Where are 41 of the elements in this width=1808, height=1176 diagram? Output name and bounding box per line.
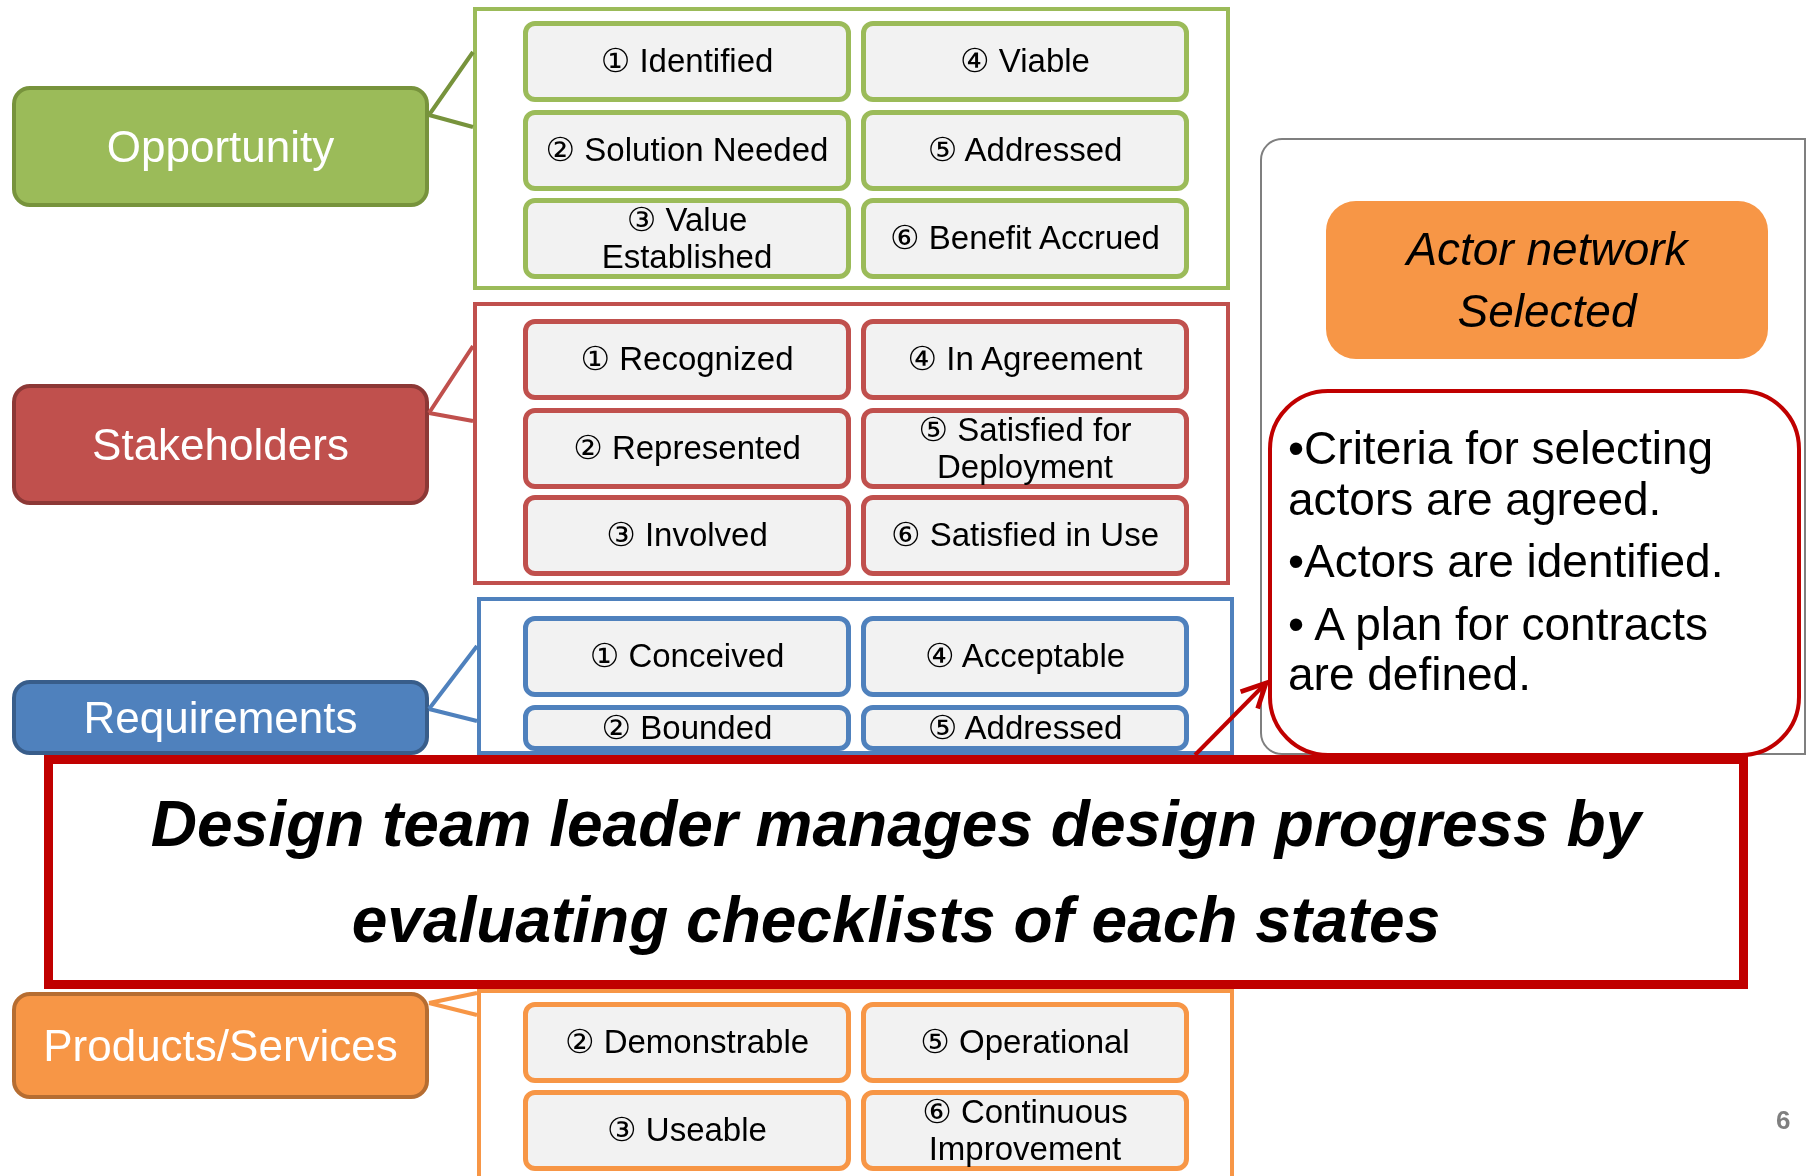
state-box: ⑤ Addressed (861, 705, 1189, 751)
arrow (1193, 680, 1269, 757)
state-box: ① Conceived (523, 616, 851, 697)
state-box: ④ Acceptable (861, 616, 1189, 697)
state-box: ③ Value Established (523, 198, 851, 279)
category-box: Products/Services (12, 992, 429, 1099)
category-box: Opportunity (12, 86, 429, 207)
state-box: ③ Useable (523, 1090, 851, 1171)
bullet-text: • A plan for contracts are defined. (1288, 598, 1710, 700)
state-box: ④ Viable (861, 21, 1189, 102)
state-box: ② Demonstrable (523, 1002, 851, 1083)
state-box: ⑥ Continuous Improvement (861, 1090, 1189, 1171)
state-box: ② Represented (523, 408, 851, 489)
state-box: ⑥ Satisfied in Use (861, 495, 1189, 576)
side-panel (1260, 138, 1806, 755)
state-box: ⑤ Operational (861, 1002, 1189, 1083)
callout-pointer (427, 50, 475, 129)
group-frame (477, 989, 1234, 1176)
callout-pointer (427, 344, 475, 423)
state-box: ⑤ Satisfied for Deployment (861, 408, 1189, 489)
message-banner: Design team leader manages design progress by evaluating checklists of each states (44, 755, 1748, 989)
state-box: ④ In Agreement (861, 319, 1189, 400)
checklist-box (1268, 389, 1801, 757)
state-box: ① Recognized (523, 319, 851, 400)
category-box: Requirements (12, 680, 429, 755)
state-box: ② Solution Needed (523, 110, 851, 191)
group-frame (473, 302, 1230, 585)
bullet-text: •Criteria for selecting actors are agreed. (1288, 423, 1715, 525)
callout-pointer (427, 644, 479, 723)
state-box: ③ Involved (523, 495, 851, 576)
group-frame (477, 597, 1234, 755)
state-box: ⑤ Addressed (861, 110, 1189, 191)
page-number: 6 (1776, 1105, 1791, 1136)
state-box: ① Identified (523, 21, 851, 102)
callout-pointer (427, 991, 479, 1017)
group-frame (473, 7, 1230, 290)
highlight-box: Actor network Selected (1326, 201, 1768, 359)
bullet-text: •Actors are identified. (1288, 536, 1725, 587)
state-box: ⑥ Benefit Accrued (861, 198, 1189, 279)
state-box: ② Bounded (523, 705, 851, 751)
category-box: Stakeholders (12, 384, 429, 505)
